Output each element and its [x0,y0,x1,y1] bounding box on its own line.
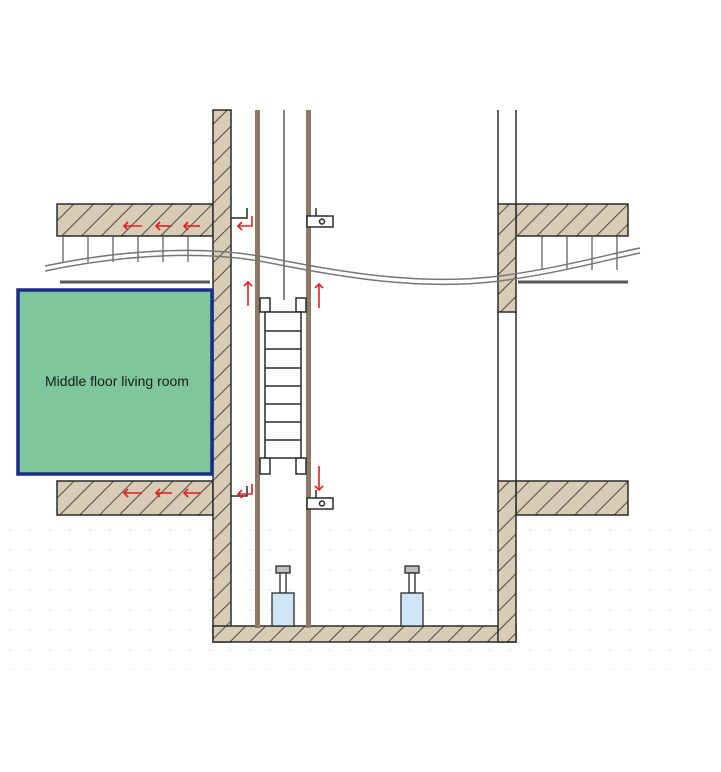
flow-arrows [122,216,324,499]
living-room-box [18,290,212,474]
ladder-post-top-right [295,297,307,313]
upper-left-slab [56,203,214,237]
shaft-walls [212,109,517,643]
break-line [44,247,641,286]
ladder-post-bottom-left [259,457,271,475]
shaft-right-wall-upper [497,203,517,313]
flow-arrow-icon [236,216,253,499]
spring-buffer-icon [271,565,295,627]
shaft-left-wall [212,109,232,643]
ladder-body [264,311,302,459]
ladder-frame [259,297,307,475]
flow-arrow-icon [122,221,200,231]
living-room-label: Middle floor living room [45,373,189,389]
rail-bracket-icon [306,490,334,510]
lower-left-slab [56,480,214,516]
lower-right-slab [515,480,629,516]
rail-bracket-icons [231,208,334,510]
guide-rails [255,110,311,628]
spring-buffer-icon [400,565,424,627]
flow-arrow-icon [122,488,200,498]
floor-railing-left [60,236,210,284]
flow-arrow-icon [243,280,324,492]
living-room: Middle floor living room [16,288,214,476]
pit-buffers [271,565,424,627]
guide-rail-left [255,110,260,628]
upper-right-slab [515,203,629,237]
dot-grid-background [0,520,721,670]
rail-bracket-icon [231,208,248,219]
shaft-pit-floor [212,625,517,643]
shaft-right-wall-lower [497,480,517,643]
ladder-post-top-left [259,297,271,313]
rail-bracket-icon [231,486,248,497]
living-room-border [16,288,214,476]
rail-bracket-icon [306,208,334,228]
guide-rail-right [306,110,311,628]
floor-slabs [56,203,629,516]
ladder-post-bottom-right [295,457,307,475]
